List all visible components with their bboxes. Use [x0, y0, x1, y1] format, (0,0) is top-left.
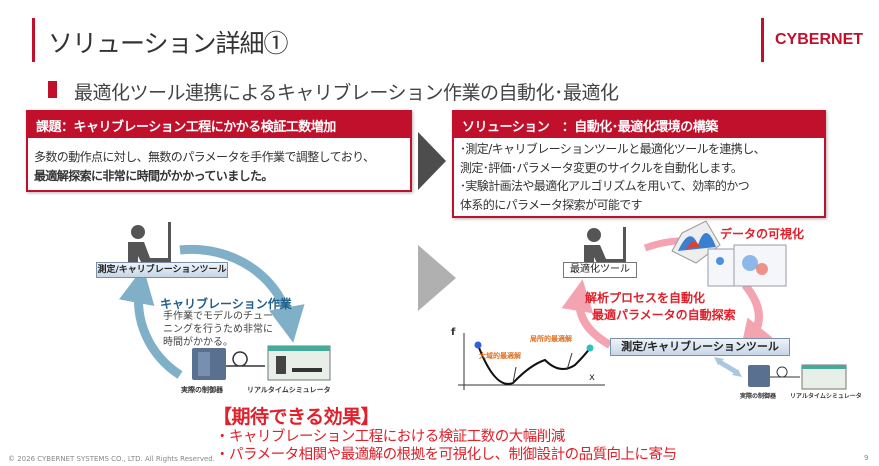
cable: [226, 351, 265, 367]
before-tool-label: 測定/キャリブレーションツール: [96, 262, 228, 278]
title-accent-bar: [32, 18, 35, 62]
subheading: 最適化ツール連携によるキャリブレーション作業の自動化･最適化: [74, 82, 619, 104]
work-desc: 手作業でモデルのチュー: [163, 311, 273, 322]
global-optimum-label: 大域的最適解: [479, 352, 521, 360]
solution-title: ソリューション ：自動化･最適化環境の構築: [454, 112, 824, 138]
graph-y-label: f: [451, 327, 456, 338]
data-visualization-label: データの可視化: [720, 227, 805, 241]
big-arrow-right-icon: [418, 245, 456, 311]
auto-cycle-diagram: [458, 220, 847, 390]
simulator-icon: [267, 345, 331, 381]
problem-text-1: 多数の動作点に対し、無数のパラメータを手作業で調整しており、: [34, 150, 375, 164]
copyright: © 2026 CYBERNET SYSTEMS CO., LTD. All Ri…: [8, 455, 215, 463]
arrow-right-icon: [418, 132, 446, 190]
auto-search-label: 最適パラメータの自動探索: [592, 308, 736, 322]
objective-function-graph: [458, 333, 605, 390]
controller-label: 実際の制御器: [181, 386, 223, 394]
effect-item: ・パラメータ相関や最適解の根拠を可視化し、制御設計の品質向上に寄与: [215, 447, 677, 463]
manual-cycle-diagram: [119, 222, 331, 381]
local-optimum-label: 局所的最適解: [530, 335, 572, 343]
cybernet-logo: CYBERNET: [775, 31, 864, 48]
solution-box: ソリューション ：自動化･最適化環境の構築 ･測定/キャリブレーションツールと最…: [452, 110, 826, 218]
optimization-tool-label: 最適化ツール: [563, 262, 637, 278]
controller-icon: [748, 365, 770, 387]
subheading-marker: [48, 81, 57, 98]
bidirectional-arrow-icon: [714, 357, 742, 377]
controller-icon: [192, 348, 226, 380]
solution-line: 体系的にパラメータ探索が可能です: [460, 197, 643, 212]
cycle-arrow: [119, 267, 183, 379]
controller-label: 実際の制御器: [740, 393, 777, 400]
work-desc: 時間がかかる。: [163, 337, 233, 348]
solution-line: 測定･評価･パラメータ変更のサイクルを自動化します。: [460, 160, 743, 175]
simulator-label: リアルタイムシミュレータ: [247, 386, 331, 394]
data-visualization-image: [671, 220, 787, 287]
problem-box: 課題：キャリブレーション工程にかかる検証工数増加 多数の動作点に対し、無数のパラ…: [26, 110, 412, 192]
auto-process-label: 解析プロセスを自動化: [585, 291, 706, 305]
cycle-arrow: [179, 244, 305, 343]
work-desc: ニングを行うため非常に: [163, 324, 273, 335]
solution-line: ･測定/キャリブレーションツールと最適化ツールを連携し、: [460, 142, 766, 156]
problem-text-2: 最適解探索に非常に時間がかかっていました。: [34, 168, 273, 183]
after-meas-tool-label: 測定/キャリブレーションツール: [610, 338, 790, 356]
effect-item: ・キャリブレーション工程における検証工数の大幅削減: [215, 429, 565, 445]
graph-x-label: x: [589, 372, 595, 383]
effects-title: 【期待できる効果】: [213, 406, 380, 428]
solution-line: ･実験計画法や最適化アルゴリズムを用いて、効率的かつ: [460, 179, 750, 193]
page-number: 9: [864, 454, 869, 462]
simulator-icon: [801, 364, 847, 390]
calibration-work-title: キャリブレーション作業: [160, 297, 292, 311]
problem-title: 課題：キャリブレーション工程にかかる検証工数増加: [28, 112, 410, 138]
simulator-label: リアルタイムシミュレータ: [790, 393, 862, 400]
logo-accent-bar: [761, 18, 764, 62]
page-title: ソリューション詳細①: [48, 29, 289, 58]
